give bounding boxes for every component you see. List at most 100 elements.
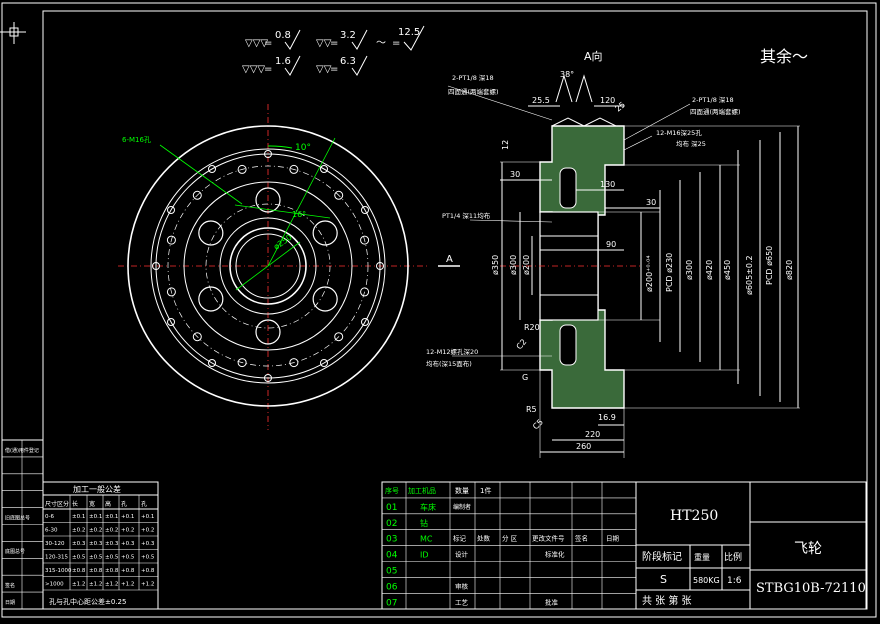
tolerance-cell: +0.2 — [141, 528, 154, 534]
bolt-hole — [198, 286, 224, 312]
drawing-number: STBG10B-72110 — [756, 581, 866, 596]
note-top-right-2: 四面通(两端套螺) — [690, 107, 741, 116]
tolerance-cell: ±1.2 — [72, 582, 85, 588]
pcd-note: 16° — [292, 210, 306, 219]
diameter-dimensions: ø200⁺⁰·⁰⁴ PCD ø230 ø300 ø420 ø450 ø605±0… — [598, 125, 800, 409]
svg-text:=: = — [392, 38, 400, 49]
dim-r5: R5 — [526, 405, 537, 414]
tolerance-cell: ±0.5 — [72, 555, 86, 561]
tolerance-header: 孔 — [141, 500, 147, 508]
view-label: A向 — [584, 49, 603, 63]
process-name: 钻 — [420, 518, 428, 528]
dim-dia820: ø820 — [785, 260, 794, 280]
sheets-label: 共 张 第 张 — [642, 594, 692, 607]
flywheel-section-body — [500, 117, 640, 409]
approve-label: 批准 — [545, 597, 559, 606]
tolerance-cell: ±0.8 — [105, 568, 119, 574]
process-name: ID — [420, 551, 429, 560]
tolerance-cell: ±0.5 — [105, 555, 119, 561]
threaded-hole — [334, 332, 344, 342]
tolerance-cell: ±0.2 — [89, 528, 102, 534]
dim-pcd650: PCD ø650 — [765, 246, 774, 285]
dim-30b: 30 — [646, 198, 656, 207]
tolerance-cell: +0.8 — [141, 568, 155, 574]
review-label: 审核 — [455, 581, 469, 590]
rim-hole — [264, 374, 272, 382]
roughness-symbol-4: ▽▽ — [316, 64, 332, 75]
threaded-hole — [289, 164, 299, 174]
tolerance-cell: ±0.3 — [105, 541, 119, 547]
note-right-2: 均布 深25 — [676, 139, 706, 148]
tolerance-cell: ±1.2 — [105, 582, 118, 588]
roughness-value-4: 1.6 — [275, 56, 291, 67]
process-seq: 02 — [386, 519, 397, 529]
bolt-hole — [255, 319, 281, 345]
col-author: 编制者 — [453, 503, 471, 511]
dim-dia605: ø605±0.2 — [745, 255, 754, 295]
tolerance-cell: ±0.3 — [89, 541, 103, 547]
tolerance-cell: +1.2 — [141, 582, 154, 588]
rim-hole — [167, 206, 176, 214]
material: HT250 — [670, 508, 718, 524]
rev-count: 处数 — [477, 534, 491, 543]
rev-mark: 标记 — [453, 534, 467, 543]
roughness-symbol-1: ▽▽▽ — [245, 38, 268, 49]
threaded-hole — [166, 235, 176, 245]
length-dimensions: 25.5 120 25 12 30 130 30 90 16.9 220 260… — [500, 96, 660, 458]
stage-label: 阶段标记 — [642, 550, 682, 563]
craft-label: 工艺 — [455, 598, 469, 606]
bolt-hole — [198, 220, 224, 246]
margin-item: 旧底图总号 — [5, 514, 30, 521]
process-seq: 05 — [386, 567, 397, 577]
tolerance-cell: 315-1000 — [45, 568, 72, 574]
rev-doc: 更改文件号 — [532, 534, 565, 543]
dim-90: 90 — [606, 240, 616, 249]
svg-text:=: = — [264, 38, 272, 49]
margin-item: 签名 — [5, 582, 15, 589]
dim-30a: 30 — [510, 170, 520, 179]
weight-value: 580KG — [693, 576, 720, 585]
tolerance-cell: ±0.8 — [89, 568, 103, 574]
tolerance-cell: ±0.1 — [105, 514, 118, 520]
rim-hole — [208, 358, 216, 367]
bolt-hole — [312, 220, 338, 246]
note-bottom-left: 12-M12螺孔深20 — [426, 347, 478, 356]
tolerance-cell: +1.2 — [121, 582, 134, 588]
tolerance-cell: +0.3 — [121, 541, 135, 547]
threaded-hole — [237, 358, 247, 368]
tolerance-cell: >1000 — [45, 582, 64, 588]
dim-dia300b: ø300 — [685, 260, 694, 280]
tolerance-title: 加工一般公差 — [73, 484, 121, 494]
tolerance-footer: 孔与孔中心距公差±0.25 — [49, 597, 126, 606]
roughness-value-5: 6.3 — [340, 56, 356, 67]
tolerance-cell: +0.8 — [121, 568, 135, 574]
svg-text:=: = — [264, 64, 272, 75]
section-view: A向 38° — [426, 49, 800, 458]
threaded-hole — [237, 164, 247, 174]
design-label: 设计 — [455, 550, 469, 559]
dim-r20: R20 — [524, 323, 540, 332]
dim-260: 260 — [576, 442, 591, 451]
rim-hole — [208, 165, 216, 174]
threaded-hole-pattern — [152, 150, 384, 382]
rim-hole — [320, 165, 328, 174]
roughness-value-1: 0.8 — [275, 30, 291, 41]
threaded-hole — [192, 190, 202, 200]
dim-c2: C2 — [515, 337, 529, 351]
dim-220: 220 — [585, 430, 600, 439]
tolerance-cell: ±0.1 — [89, 514, 102, 520]
margin-item: 底图总号 — [5, 548, 25, 555]
rim-hole — [264, 150, 272, 158]
dim-25: 25 — [614, 100, 628, 113]
rim-hole — [360, 206, 369, 214]
threaded-hole — [360, 287, 370, 297]
dim-130: 130 — [600, 180, 615, 189]
dim-dia450: ø450 — [723, 260, 732, 280]
rim-hole — [152, 262, 160, 270]
hole-note: 6-M16孔 — [122, 136, 151, 144]
rim-hole — [320, 358, 328, 367]
tolerance-cell: ±0.3 — [72, 541, 86, 547]
tolerance-table: 加工一般公差尺寸区分长宽高孔孔0-6±0.1±0.1±0.1+0.1+0.16-… — [42, 481, 159, 610]
